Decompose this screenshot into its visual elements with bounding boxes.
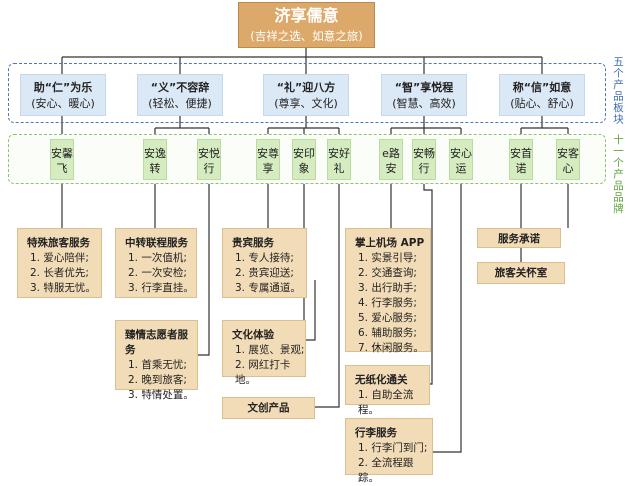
card-airport-app: 掌上机场 APP 1. 实景引导; 2. 交通查询; 3. 出行助手; 4. 行… — [345, 228, 431, 354]
card-item: 2. 一次安检; — [128, 267, 187, 279]
title-box: 济享儒意 (吉祥之选、如意之旅) — [238, 2, 375, 48]
diagram-subtitle: (吉祥之选、如意之旅) — [250, 29, 363, 43]
module-ren: 助“仁”为乐 (安心、暖心) — [20, 74, 106, 116]
card-culture: 文化体验 1. 展览、景观; 2. 网红打卡地。 — [222, 320, 306, 386]
card-title: 文化体验 — [232, 329, 274, 341]
card-baggage: 行李服务 1. 行李门到门; 2. 全流程跟踪。 — [345, 418, 433, 484]
card-title: 特殊旅客服务 — [27, 237, 90, 249]
brand-e-lu-an: e路安 — [379, 139, 403, 180]
card-item: 2. 全流程跟踪。 — [358, 457, 414, 484]
module-yi: “义”不容辞 (轻松、便捷) — [137, 74, 223, 116]
card-vip: 贵宾服务 1. 专人接待; 2. 贵宾迎送; 3. 专属通道。 — [222, 228, 307, 298]
module-desc: (安心、暖心) — [31, 97, 95, 110]
card-item: 1. 爱心陪伴; — [30, 252, 89, 264]
modules-region-label: 五个产品板块 — [612, 56, 624, 125]
card-item: 3. 特服无忧。 — [30, 282, 96, 294]
card-item: 3. 出行助手; — [358, 282, 417, 294]
card-item: 4. 行李服务; — [358, 297, 417, 309]
card-item: 1. 实景引导; — [358, 252, 417, 264]
module-name: “智”享悦程 — [394, 81, 454, 94]
card-item: 6. 辅助服务; — [358, 327, 417, 339]
card-title: 无纸化通关 — [355, 374, 408, 386]
card-item: 7. 休闲服务。 — [358, 342, 424, 354]
brand-an-yin-xiang: 安印象 — [292, 139, 316, 180]
card-item: 3. 专属通道。 — [235, 282, 301, 294]
card-special-passenger: 特殊旅客服务 1. 爱心陪伴; 2. 长者优先; 3. 特服无忧。 — [17, 228, 102, 298]
card-item: 2. 贵宾迎送; — [235, 267, 294, 279]
brand-an-hao-li: 安好礼 — [327, 139, 351, 180]
card-item: 1. 行李门到门; — [358, 442, 428, 454]
card-item: 5. 爱心服务; — [358, 312, 417, 324]
card-item: 2. 长者优先; — [30, 267, 89, 279]
brand-an-yue-xing: 安悦行 — [197, 139, 221, 180]
card-item: 1. 专人接待; — [235, 252, 294, 264]
module-name: 称“信”如意 — [512, 81, 572, 94]
card-item: 2. 网红打卡地。 — [235, 359, 291, 386]
brand-an-zun-xiang: 安尊享 — [256, 139, 280, 180]
brand-an-chang-xing: 安畅行 — [412, 139, 436, 180]
brand-an-ke-xin: 安客心 — [556, 139, 580, 180]
card-item: 1. 展览、景观; — [235, 344, 305, 356]
module-name: “义”不容辞 — [150, 81, 210, 94]
card-volunteer: 臻情志愿者服务 1. 首乘无忧; 2. 晚到旅客; 3. 特情处置。 — [115, 320, 198, 401]
card-transfer: 中转联程服务 1. 一次值机; 2. 一次安检; 3. 行李直挂。 — [115, 228, 197, 298]
card-item: 3. 特情处置。 — [128, 389, 194, 401]
module-name: 助“仁”为乐 — [33, 81, 93, 94]
card-item: 2. 交通查询; — [358, 267, 417, 279]
card-item: 3. 行李直挂。 — [128, 282, 194, 294]
card-item: 1. 一次值机; — [128, 252, 187, 264]
module-desc: (轻松、便捷) — [148, 97, 212, 110]
brand-an-xin-fei: 安馨飞 — [50, 139, 74, 180]
brand-an-xin-yun: 安心运 — [449, 139, 473, 180]
module-desc: (贴心、舒心) — [510, 97, 574, 110]
brands-region-label: 十一个产品品牌 — [612, 134, 624, 215]
card-title: 行李服务 — [355, 427, 397, 439]
module-li: “礼”迎八方 (尊享、文化) — [263, 74, 349, 116]
card-title: 贵宾服务 — [232, 237, 274, 249]
module-zhi: “智”享悦程 (智慧、高效) — [381, 74, 467, 116]
module-desc: (尊享、文化) — [274, 97, 338, 110]
card-item: 1. 首乘无忧; — [128, 359, 187, 371]
card-item: 2. 晚到旅客; — [128, 374, 187, 386]
brand-an-yi-zhuan: 安逸转 — [143, 139, 167, 180]
module-xin: 称“信”如意 (贴心、舒心) — [499, 74, 585, 116]
module-name: “礼”迎八方 — [276, 81, 336, 94]
label-cultural-products: 文创产品 — [222, 397, 315, 419]
brand-an-shou-nuo: 安首诺 — [509, 139, 533, 180]
card-title: 中转联程服务 — [125, 237, 188, 249]
card-item: 1. 自助全流程。 — [358, 389, 414, 416]
module-desc: (智慧、高效) — [392, 97, 456, 110]
card-title: 臻情志愿者服务 — [125, 329, 188, 356]
card-paperless: 无纸化通关 1. 自助全流程。 — [345, 365, 430, 416]
card-title: 掌上机场 APP — [355, 237, 425, 249]
label-care-room: 旅客关怀室 — [477, 262, 565, 284]
label-service-commitment: 服务承诺 — [477, 228, 561, 248]
modules-region — [8, 63, 606, 123]
diagram-title: 济享儒意 — [274, 6, 339, 25]
